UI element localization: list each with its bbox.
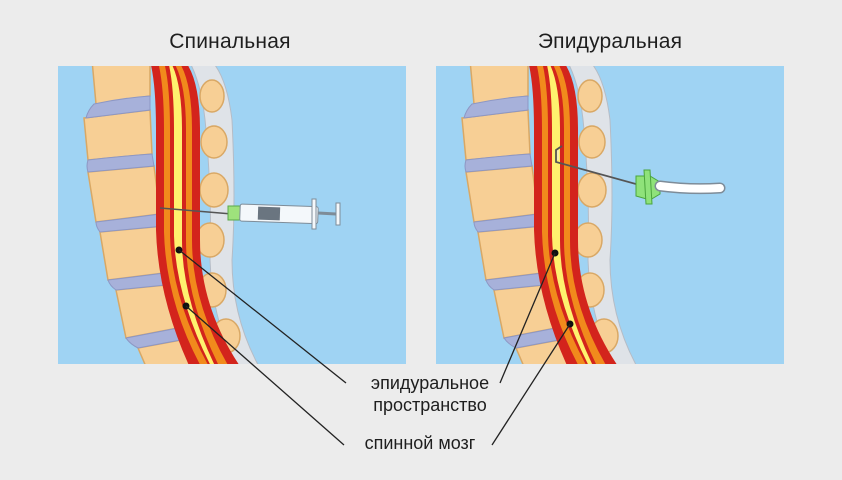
epidural-catheter	[555, 145, 726, 205]
spinal-panel	[58, 66, 406, 364]
syringe	[159, 198, 341, 230]
spinal-panel-title: Спинальная	[169, 30, 291, 53]
spinal-cord-label: спинной мозг	[364, 433, 476, 453]
epidural-label-line2: пространство	[373, 395, 487, 415]
epidural-panel	[436, 66, 784, 364]
leader-lines	[178, 249, 571, 446]
epidural-panel-title: Эпидуральная	[537, 30, 683, 53]
epidural-label-line1: эпидуральное	[370, 373, 490, 393]
epidural-space-label: эпидуральное пространство	[340, 372, 520, 416]
